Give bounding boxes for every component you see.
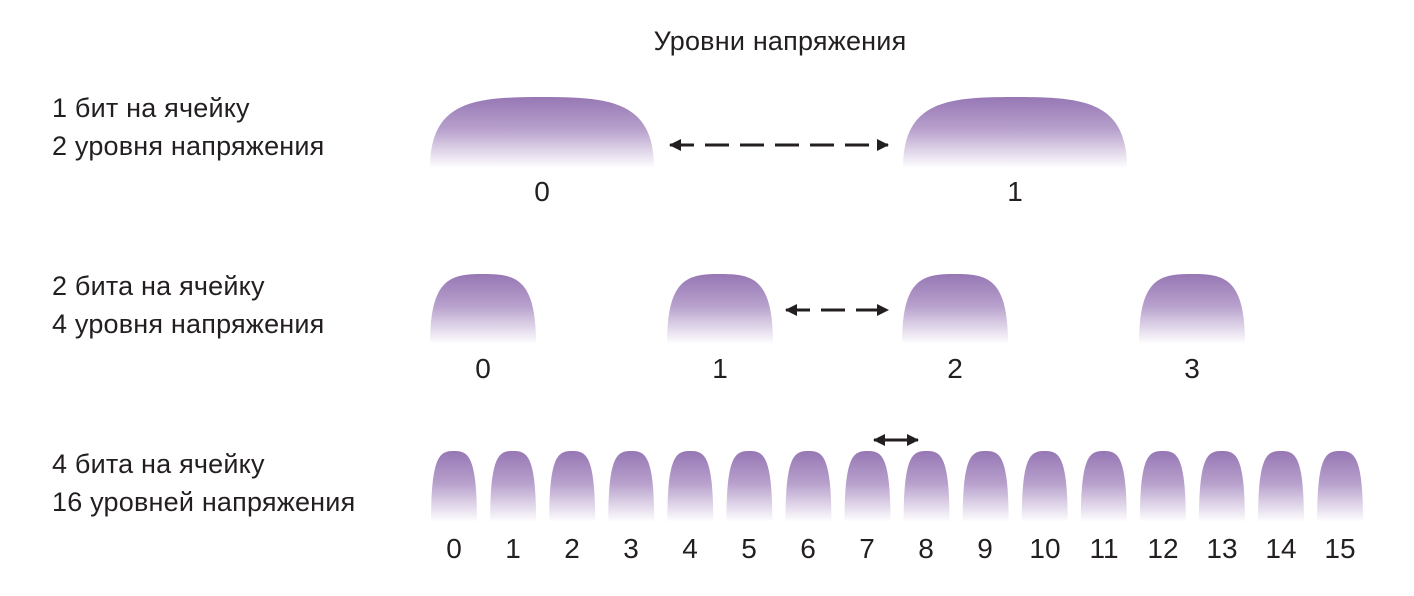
level-distribution-row3-14 bbox=[1257, 451, 1304, 522]
row2-label: 2 бита на ячейку 4 уровня напряжения bbox=[52, 267, 325, 343]
level-label: 12 bbox=[1147, 533, 1179, 564]
page-title: Уровни напряжения bbox=[653, 26, 907, 56]
level-distribution-row2-3 bbox=[1139, 274, 1245, 344]
level-distribution-row3-8 bbox=[903, 451, 950, 522]
level-label: 6 bbox=[800, 533, 816, 564]
level-label: 5 bbox=[741, 533, 757, 564]
level-label: 0 bbox=[534, 176, 550, 207]
level-label: 2 bbox=[947, 353, 963, 384]
level-distribution-row3-10 bbox=[1021, 451, 1068, 522]
level-distribution-row3-0 bbox=[431, 451, 477, 522]
level-label: 8 bbox=[918, 533, 934, 564]
row3-label: 4 бита на ячейку 16 уровней напряжения bbox=[52, 445, 355, 521]
level-distribution-row3-7 bbox=[844, 451, 891, 522]
level-label: 1 bbox=[505, 533, 521, 564]
level-distribution-row3-4 bbox=[667, 451, 714, 522]
level-label: 9 bbox=[977, 533, 993, 564]
level-distribution-row3-12 bbox=[1139, 451, 1186, 522]
level-label: 15 bbox=[1324, 533, 1356, 564]
level-label: 0 bbox=[446, 533, 462, 564]
level-label: 1 bbox=[712, 353, 728, 384]
row1-levels: 2 уровня напряжения bbox=[52, 131, 325, 161]
level-distribution-row3-1 bbox=[490, 451, 537, 522]
level-distribution-row3-6 bbox=[785, 451, 832, 522]
level-label: 7 bbox=[859, 533, 875, 564]
level-distribution-row1-0 bbox=[430, 97, 654, 168]
level-distribution-row3-5 bbox=[726, 451, 773, 522]
level-label: 13 bbox=[1206, 533, 1238, 564]
row3-levels: 16 уровней напряжения bbox=[52, 487, 356, 517]
level-distribution-row2-2 bbox=[902, 274, 1008, 344]
level-label: 1 bbox=[1007, 176, 1023, 207]
row2-levels: 4 уровня напряжения bbox=[52, 309, 325, 339]
level-label: 3 bbox=[1184, 353, 1200, 384]
level-distribution-row3-9 bbox=[962, 451, 1009, 522]
level-distribution-row3-3 bbox=[608, 451, 655, 522]
level-distribution-row3-2 bbox=[549, 451, 596, 522]
level-distribution-row3-15 bbox=[1317, 451, 1364, 522]
level-distribution-row2-0 bbox=[430, 274, 536, 344]
level-label: 14 bbox=[1265, 533, 1297, 564]
row1-label: 1 бит на ячейку 2 уровня напряжения bbox=[52, 89, 325, 165]
row2-bits: 2 бита на ячейку bbox=[52, 271, 265, 301]
level-label: 11 bbox=[1089, 533, 1119, 564]
level-label: 2 bbox=[564, 533, 580, 564]
level-label: 3 bbox=[623, 533, 639, 564]
level-label: 4 bbox=[682, 533, 698, 564]
row1-bits: 1 бит на ячейку bbox=[52, 93, 250, 123]
row3-bits: 4 бита на ячейку bbox=[52, 449, 265, 479]
level-distribution-row3-11 bbox=[1080, 451, 1127, 522]
level-label: 0 bbox=[475, 353, 491, 384]
level-distribution-row3-13 bbox=[1198, 451, 1245, 522]
level-distribution-row1-1 bbox=[903, 97, 1127, 168]
level-label: 10 bbox=[1029, 533, 1061, 564]
level-distribution-row2-1 bbox=[667, 274, 773, 344]
